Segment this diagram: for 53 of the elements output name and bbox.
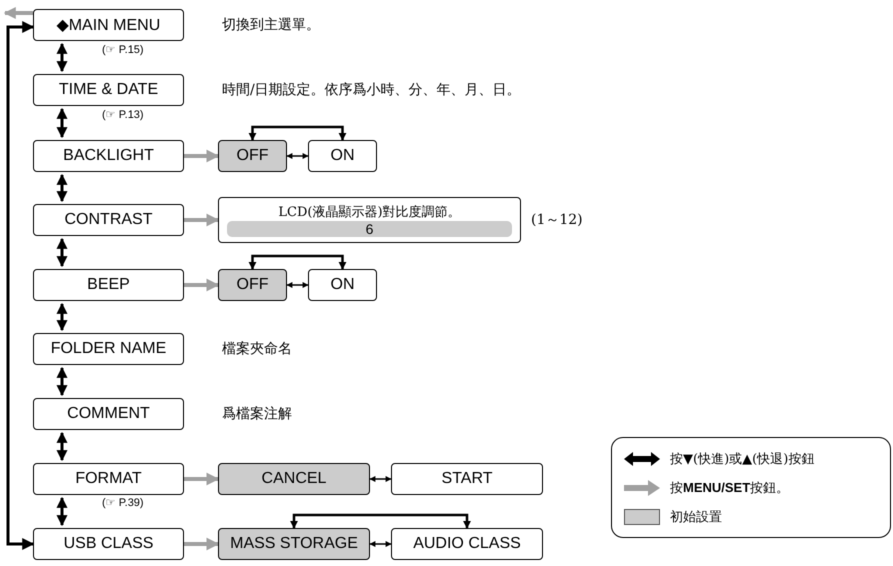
menu-item-box: OFF	[218, 269, 287, 301]
menu-item-box: COMMENT	[33, 398, 184, 430]
menu-item-box: START	[391, 463, 543, 495]
double-arrow	[286, 153, 309, 159]
double-arrow	[56, 42, 68, 72]
legend-text: 初始設置	[670, 509, 722, 526]
description-text: 檔案夾命名	[222, 340, 292, 358]
setting-panel	[218, 197, 521, 243]
double-arrow	[56, 366, 68, 396]
double-arrow	[369, 541, 392, 547]
double-arrow	[286, 282, 309, 288]
menu-item-box: FORMAT	[33, 463, 184, 495]
return-arrow	[6, 21, 34, 550]
bracket-arrow	[248, 254, 346, 270]
double-arrow	[56, 108, 68, 138]
menu-item-box: USB CLASS	[33, 528, 184, 560]
menu-item-box: ON	[308, 140, 377, 172]
arrow	[184, 150, 220, 162]
description-text: 切換到主選單。	[222, 16, 320, 34]
double-arrow	[369, 476, 392, 482]
double-arrow	[56, 302, 68, 332]
arrow	[4, 7, 33, 19]
arrow	[184, 472, 220, 486]
page-reference: (☞ P.13)	[102, 108, 144, 121]
description-text: 爲檔案注解	[222, 405, 292, 423]
description-text: 時間/日期設定。依序爲小時、分、年、月、日。	[222, 81, 521, 99]
menu-item-box: CANCEL	[218, 463, 370, 495]
menu-item-box: AUDIO CLASS	[391, 528, 543, 560]
double-arrow	[56, 174, 68, 202]
double-arrow	[56, 238, 68, 268]
menu-item-box: CONTRAST	[33, 204, 184, 236]
menu-item-box: MASS STORAGE	[218, 528, 370, 560]
double-arrow	[56, 432, 68, 462]
bracket-arrow	[290, 514, 471, 529]
description-text: (1～12)	[531, 211, 583, 229]
menu-item-box: BEEP	[33, 269, 184, 301]
menu-item-box: OFF	[218, 140, 287, 172]
menu-item-box: ON	[308, 269, 377, 301]
menu-item-box: FOLDER NAME	[33, 333, 184, 365]
value-bar: 6	[227, 220, 512, 236]
page-reference: (☞ P.39)	[102, 496, 144, 509]
panel-text: LCD(液晶顯示器)對比度調節。	[278, 204, 461, 220]
double-arrow	[56, 496, 68, 526]
legend-text: 按▼(快進)或▲(快退)按鈕	[670, 451, 814, 468]
menu-item-box: ◆MAIN MENU	[33, 9, 184, 41]
legend-text: 按MENU/SET按鈕。	[670, 479, 790, 497]
menu-item-box: TIME & DATE	[33, 74, 184, 106]
menu-item-box: BACKLIGHT	[33, 140, 184, 172]
page-reference: (☞ P.15)	[102, 43, 144, 56]
arrow	[184, 214, 220, 226]
bracket-arrow	[248, 126, 346, 141]
arrow	[184, 278, 220, 292]
arrow	[184, 538, 220, 550]
